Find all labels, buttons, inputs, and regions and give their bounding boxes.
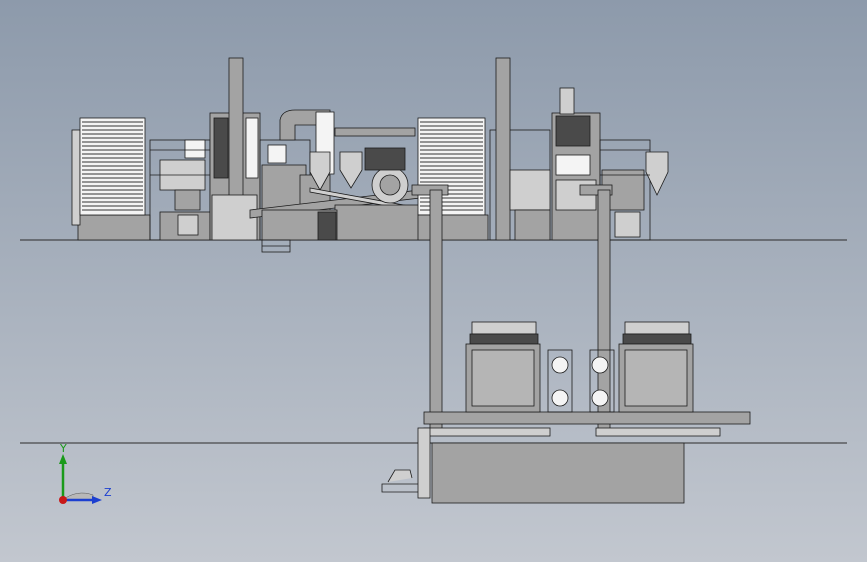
triad-z-label: Z — [104, 486, 112, 499]
upper-plant-right-module[interactable] — [417, 57, 669, 241]
left-radiator-louvers — [82, 121, 143, 211]
view-orientation-triad[interactable]: Y Z — [48, 440, 118, 510]
view-orientation-triad-icon — [59, 454, 102, 504]
triad-y-label: Y — [60, 442, 67, 455]
upper-plant-center-module[interactable] — [249, 109, 421, 253]
lower-plant-module[interactable] — [381, 321, 751, 504]
right-radiator-louvers — [420, 121, 483, 211]
upper-plant-left-module[interactable] — [71, 57, 261, 241]
